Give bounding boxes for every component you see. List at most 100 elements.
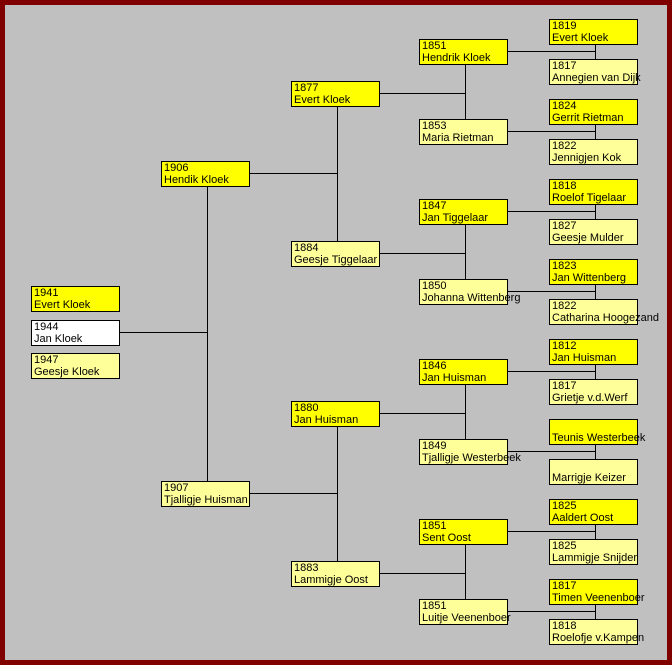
connector-line — [249, 173, 338, 174]
person-name: Hendik Kloek — [164, 174, 229, 186]
person-birth-year: 1884 — [294, 242, 319, 254]
person-birth-year: 1822 — [552, 140, 577, 152]
connector-line — [465, 224, 466, 279]
person-birth-year: 1825 — [552, 540, 577, 552]
person-name: Grietje v.d.Werf — [552, 392, 628, 404]
person-name: Jan Huisman — [422, 372, 487, 384]
person-birth-year: 1817 — [552, 380, 577, 392]
connector-line — [507, 451, 596, 452]
connector-line — [249, 493, 338, 494]
person-birth-year: 1850 — [422, 280, 447, 292]
person-birth-year: 1823 — [552, 260, 577, 272]
person-name: Tjalligje Huisman — [164, 494, 248, 506]
person-birth-year: 1906 — [164, 162, 189, 174]
person-name: Catharina Hoogezand — [552, 312, 660, 324]
person-name: Evert Kloek — [294, 94, 351, 106]
person-name: Roelofje v.Kampen — [552, 632, 645, 644]
person-birth-year: 1947 — [34, 354, 59, 366]
person-birth-year: 1877 — [294, 82, 319, 94]
person-name: Maria Rietman — [422, 132, 494, 144]
person-birth-year: 1819 — [552, 20, 577, 32]
person-birth-year: 1827 — [552, 220, 577, 232]
person-birth-year: 1824 — [552, 100, 577, 112]
person-name: Jennigjen Kok — [552, 152, 622, 164]
person-name: Annegien van Dijk — [552, 72, 641, 84]
person-birth-year: 1853 — [422, 120, 447, 132]
person-box[interactable]: Marrigje Keizer — [549, 459, 638, 485]
person-name: Roelof Tigelaar — [552, 192, 626, 204]
person-birth-year: 1907 — [164, 482, 189, 494]
person-name: Marrigje Keizer — [552, 472, 626, 484]
connector-line — [465, 64, 466, 119]
person-name: Johanna Wittenberg — [422, 292, 521, 304]
person-birth-year: 1941 — [34, 287, 59, 299]
person-name: Sent Oost — [422, 532, 471, 544]
person-birth-year: 1825 — [552, 500, 577, 512]
connector-line — [507, 531, 596, 532]
person-name: Teunis Westerbeek — [552, 432, 646, 444]
person-name: Lammigje Snijder — [552, 552, 637, 564]
person-birth-year: 1849 — [422, 440, 447, 452]
connector-line — [465, 544, 466, 599]
person-name: Timen Veenenboer — [552, 592, 645, 604]
person-birth-year: 1822 — [552, 300, 577, 312]
connector-line — [379, 253, 466, 254]
person-birth-year: 1818 — [552, 180, 577, 192]
person-birth-year — [550, 460, 637, 472]
connector-line — [507, 291, 596, 292]
person-birth-year: 1880 — [294, 402, 319, 414]
connector-line — [379, 573, 466, 574]
person-name: Jan Huisman — [552, 352, 617, 364]
connector-line — [379, 93, 466, 94]
person-name: Evert Kloek — [34, 299, 91, 311]
person-box[interactable]: Teunis Westerbeek — [549, 419, 646, 445]
person-birth-year: 1847 — [422, 200, 447, 212]
person-birth-year: 1817 — [552, 60, 577, 72]
person-name: Jan Tiggelaar — [422, 212, 489, 224]
person-name: Jan Huisman — [294, 414, 359, 426]
person-birth-year: 1851 — [422, 520, 447, 532]
connector-line — [119, 332, 208, 333]
person-birth-year: 1818 — [552, 620, 577, 632]
connector-line — [465, 384, 466, 439]
person-name: Tjalligje Westerbeek — [422, 452, 521, 464]
connector-line — [507, 371, 596, 372]
person-birth-year: 1812 — [552, 340, 577, 352]
person-name: Luitje Veenenboer — [422, 612, 511, 624]
connector-line — [507, 611, 596, 612]
person-birth-year: 1851 — [422, 600, 447, 612]
person-birth-year: 1944 — [34, 321, 59, 333]
